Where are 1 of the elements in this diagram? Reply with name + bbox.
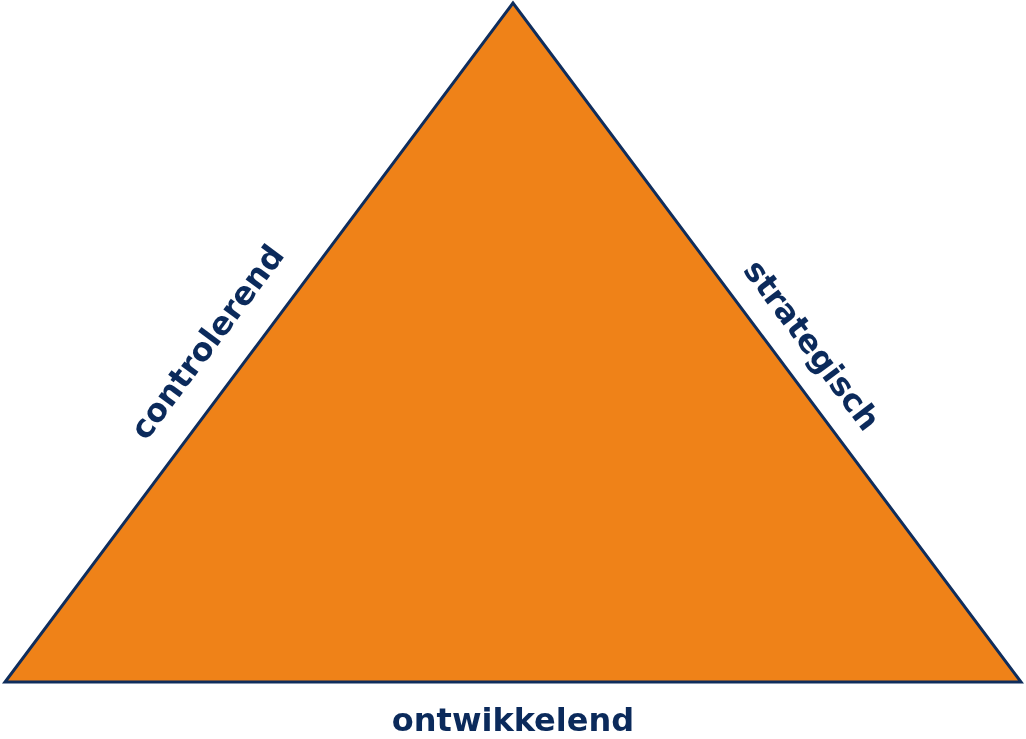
side-label: ontwikkelend bbox=[391, 704, 635, 736]
